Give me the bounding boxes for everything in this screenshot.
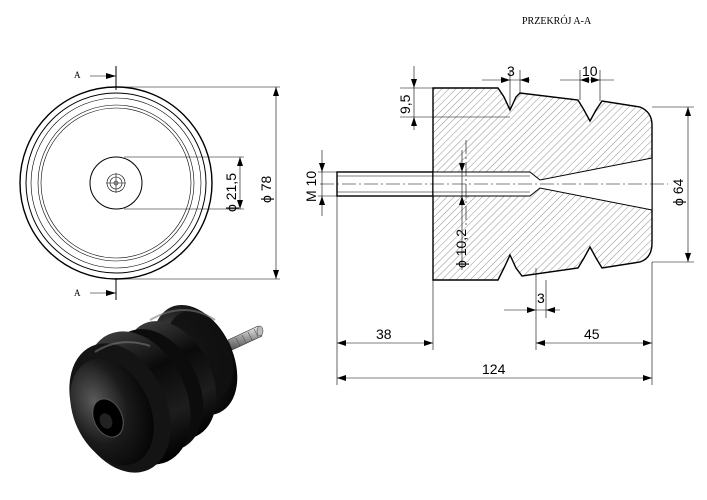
section-view: 3 10 9,5 M 10 ϕ 10,2 ϕ 64 xyxy=(303,63,694,385)
dim-right-length: 45 xyxy=(584,326,600,342)
section-mark-top: A xyxy=(74,70,81,80)
groove-circle-3 xyxy=(40,107,192,259)
front-dim-outer: ϕ 78 xyxy=(258,175,274,203)
dim-groove-width-bottom: 3 xyxy=(537,290,545,306)
outer-circle-2 xyxy=(25,92,207,274)
front-dim-inner: ϕ 21,5 xyxy=(223,173,239,212)
dim-groove-spacing-top: 10 xyxy=(582,63,598,79)
groove-circle-2 xyxy=(37,104,195,262)
section-mark-bottom: A xyxy=(74,288,81,298)
render-stud xyxy=(227,325,264,351)
dim-body: ϕ 64 xyxy=(670,178,686,206)
dim-groove-width-top: 3 xyxy=(507,63,515,79)
section-title: PRZEKRÓJ A-A xyxy=(522,15,592,27)
dim-stud-length: 38 xyxy=(376,326,392,342)
front-view: A A ϕ 21,5 ϕ 78 xyxy=(19,66,280,300)
dim-thread: M 10 xyxy=(303,171,319,202)
dim-overall-length: 124 xyxy=(482,361,506,377)
dim-hole: ϕ 10,2 xyxy=(453,229,469,268)
hub-circle xyxy=(89,156,143,210)
isometric-render xyxy=(69,305,264,473)
dim-groove-depth: 9,5 xyxy=(397,94,413,114)
groove-circle xyxy=(30,97,202,269)
